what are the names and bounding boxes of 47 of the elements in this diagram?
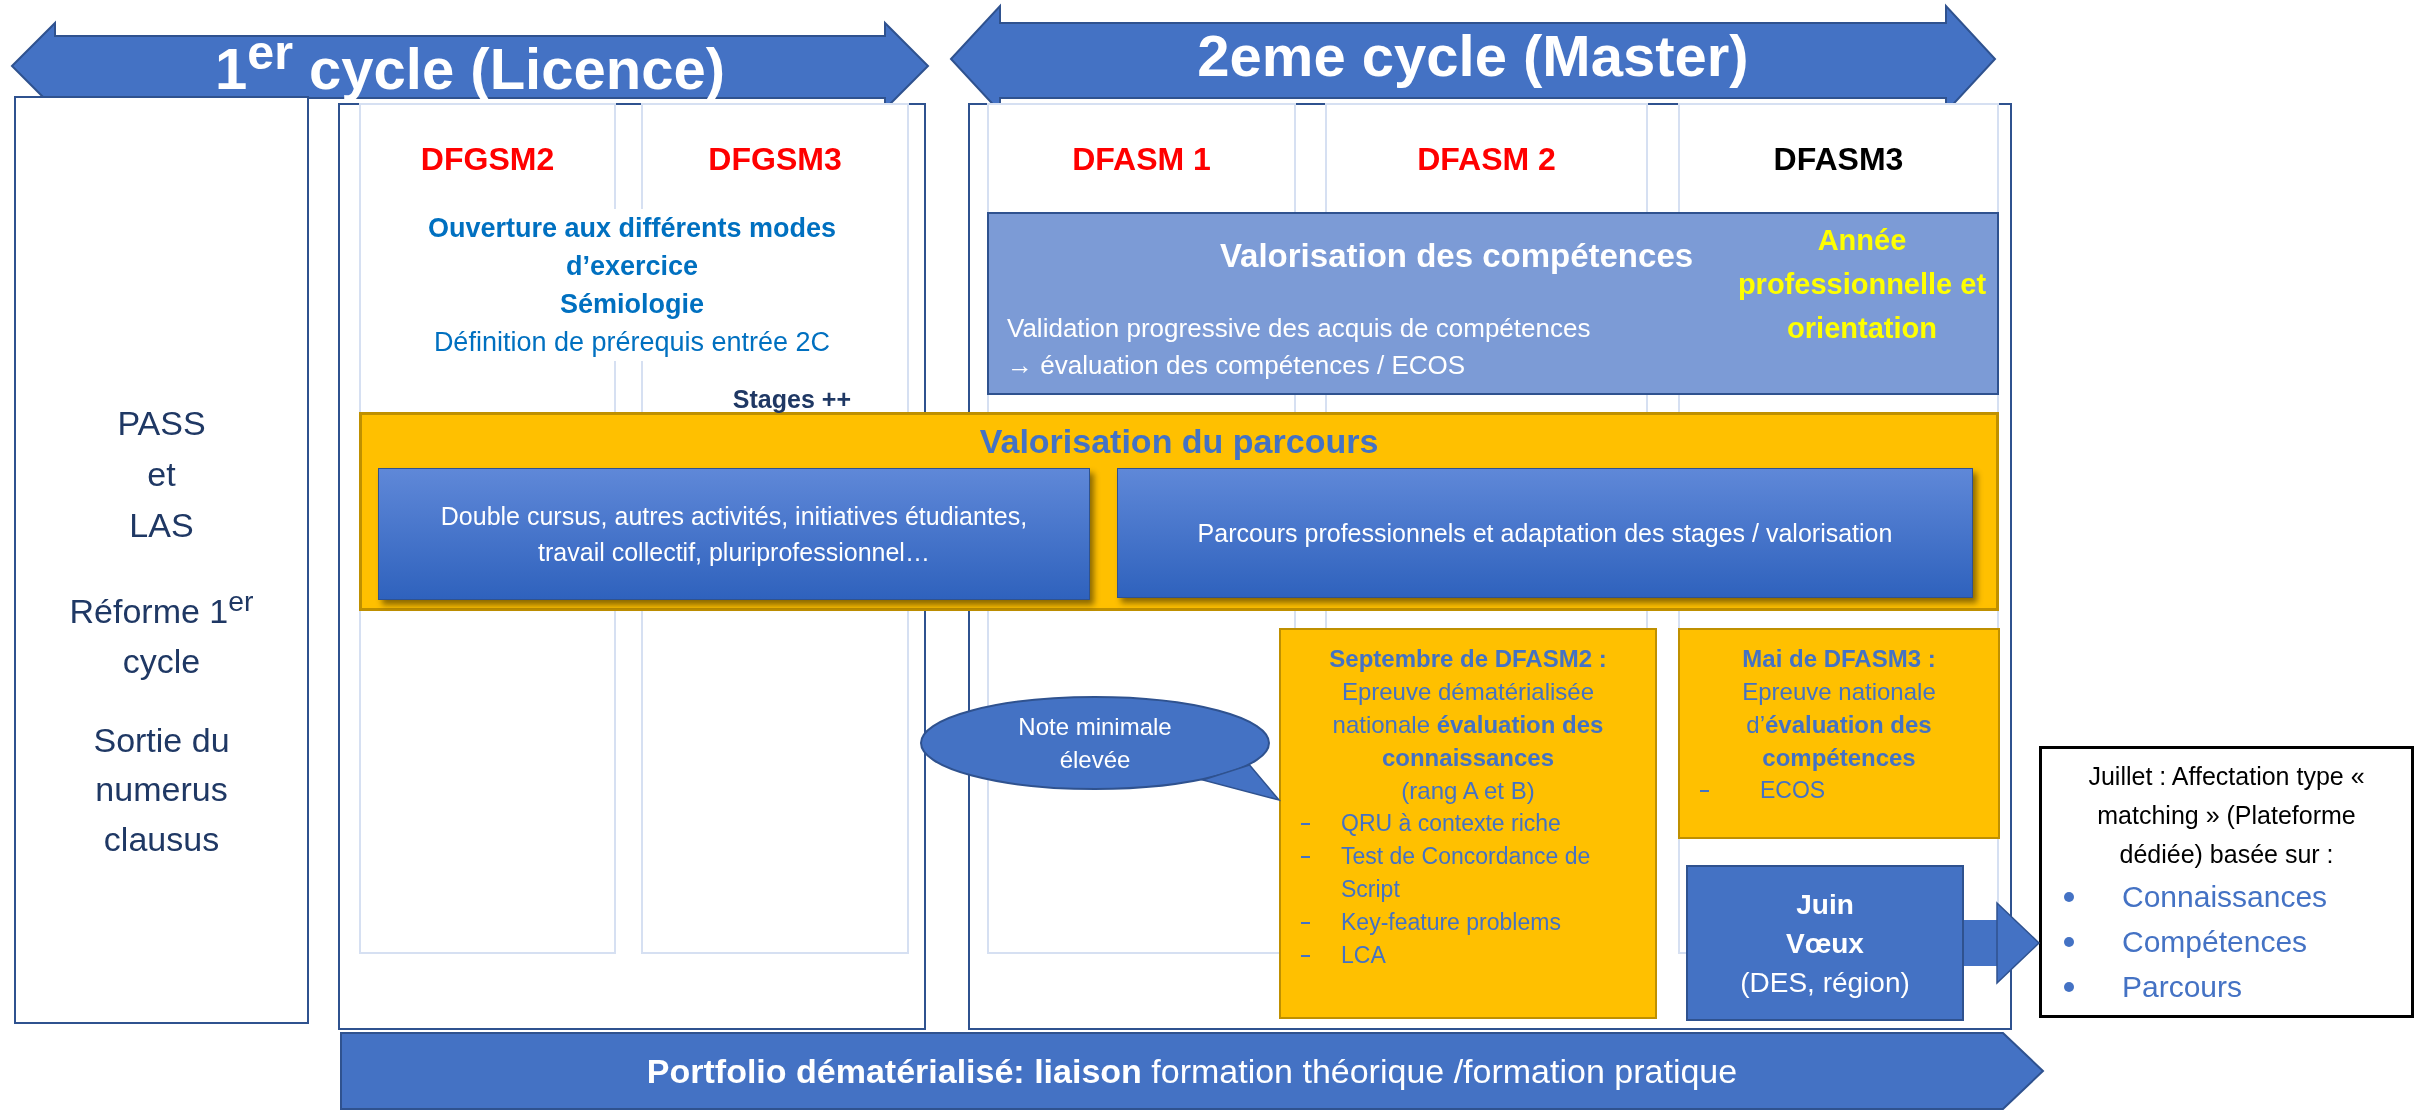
stage-panel (14, 96, 309, 1024)
body-text: PASS et LAS (117, 403, 206, 546)
column-heading: DFASM 2 (1416, 140, 1557, 179)
wish-box (1686, 865, 1964, 1021)
competence-panel (987, 212, 1999, 395)
bubble-text: Note minimale élevée (1017, 712, 1173, 775)
body-text: Epreuve nationale d’évaluation des compétences (1741, 677, 1937, 773)
body-text: Juillet : Affectation type « matching » (Plateforme dédiée) basée sur : (2087, 761, 2366, 870)
body-text: Parcours professionnels et adaptation des stages / valorisation (1197, 518, 1893, 549)
box-title: Mai de DFASM3 : (1742, 644, 1936, 674)
body-text: Stages ++ (732, 384, 851, 415)
body-text: Réforme 1$^{er}$ cycle (68, 584, 255, 682)
box-title: Juin (1796, 887, 1854, 922)
list-item: Key-feature problems (1341, 908, 1562, 937)
banner-title: Portfolio dématérialisé: liaison formation théorique /formation pratique (646, 1054, 1738, 1088)
box-title: Vœux (1786, 926, 1864, 961)
column-heading: DFASM 1 (1071, 140, 1212, 179)
list-item: Connaissances (2122, 879, 2329, 915)
body-text: Sortie du numerus clausus (92, 719, 231, 860)
body-text: (DES, région) (1740, 965, 1910, 1000)
list-item: QRU à contexte riche (1341, 809, 1562, 838)
list-item: Parcours (2122, 969, 2244, 1005)
panel-title: Valorisation des compétences (1218, 236, 1695, 276)
list-item: LCA (1341, 941, 1387, 970)
column-heading: DFASM3 (1772, 140, 1905, 179)
list-item: Test de Concordance de Script (1341, 842, 1592, 904)
body-text: Epreuve dématérialisée nationale évaluation des connaissances (1331, 677, 1605, 773)
column-heading: DFGSM2 (419, 140, 556, 179)
body-text: Validation progressive des acquis de compétences (1007, 312, 1591, 345)
body-text: Sémiologie (560, 285, 704, 323)
list-item: Compétences (2122, 924, 2309, 960)
callout-pointer (1200, 764, 1282, 802)
body-text: (rang A et B) (1401, 776, 1535, 806)
banner-title: 1$^{er}$ cycle (Licence) (215, 27, 725, 99)
list-item: ECOS (1760, 776, 1827, 805)
body-text: Définition de prérequis entrée 2C (433, 323, 831, 361)
body-text: Double cursus, autres activités, initiatives étudiantes, travail collectif, pluriprofessionnel… (439, 501, 1029, 568)
panel-title: Valorisation du parcours (979, 421, 1379, 462)
box-title: Septembre de DFASM2 : (1329, 644, 1607, 674)
exam-box (1678, 628, 2000, 839)
pathway-box (378, 468, 1090, 600)
body-text: → évaluation des compétences / ECOS (1007, 349, 1466, 382)
column-heading: DFGSM3 (707, 140, 843, 179)
assignment-box (2039, 746, 2414, 1018)
exam-box (1279, 628, 1657, 1019)
highlight-text: Année professionnelle et orientation (1736, 223, 1988, 346)
pathway-box (1117, 468, 1973, 598)
